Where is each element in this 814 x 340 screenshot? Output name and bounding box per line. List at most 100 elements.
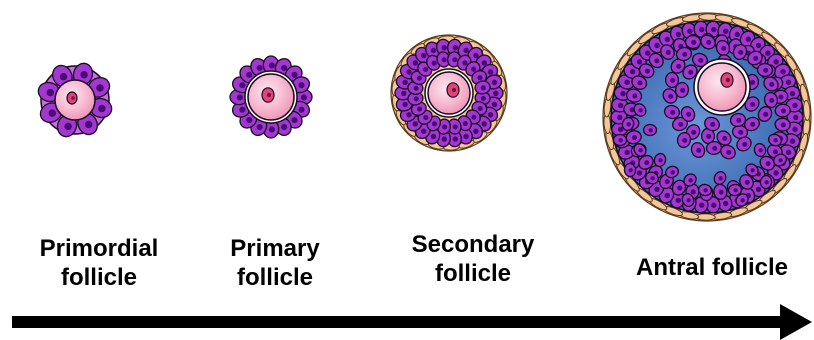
granulosa-nucleus — [269, 62, 275, 68]
granulosa-nucleus — [628, 168, 632, 172]
label-primordial-follicle: Primordial follicle — [14, 234, 184, 292]
granulosa-nucleus — [773, 59, 778, 64]
granulosa-nucleus — [712, 146, 717, 151]
granulosa-nucleus — [765, 50, 770, 55]
granulosa-nucleus — [493, 91, 498, 96]
granulosa-nucleus — [746, 37, 751, 42]
granulosa-nucleus — [750, 80, 755, 85]
granulosa-nucleus — [492, 102, 497, 107]
progression-arrow-icon — [12, 304, 812, 340]
granulosa-nucleus — [722, 136, 727, 141]
granulosa-nucleus — [699, 27, 704, 32]
granulosa-nucleus — [723, 201, 728, 206]
granulosa-nucleus — [781, 122, 786, 127]
granulosa-nucleus — [291, 72, 297, 78]
granulosa-nucleus — [630, 69, 635, 74]
granulosa-nucleus — [763, 68, 768, 73]
granulosa-nucleus — [786, 150, 791, 155]
granulosa-nucleus — [691, 40, 696, 45]
secondary-follicle-icon — [391, 35, 507, 151]
granulosa-nucleus — [721, 46, 726, 51]
granulosa-nucleus — [750, 122, 755, 127]
granulosa-nucleus — [269, 126, 275, 132]
granulosa-nucleus — [473, 129, 478, 134]
granulosa-nucleus — [670, 78, 675, 83]
granulosa-nucleus — [237, 94, 243, 100]
granulosa-nucleus — [618, 138, 622, 142]
granulosa-nucleus — [471, 67, 476, 72]
granulosa-nucleus — [488, 112, 493, 117]
granulosa-nucleus — [477, 75, 482, 80]
granulosa-nucleus — [257, 124, 263, 130]
granulosa-nucleus — [726, 150, 731, 155]
granulosa-nucleus — [257, 65, 263, 71]
label-line-1: Secondary — [388, 230, 558, 259]
granulosa-nucleus — [414, 96, 419, 101]
granulosa-nucleus — [463, 48, 468, 53]
granulosa-nucleus — [665, 179, 670, 184]
granulosa-nucleus — [750, 102, 755, 107]
label-secondary-follicle: Secondary follicle — [388, 230, 558, 288]
granulosa-nucleus — [645, 69, 650, 74]
granulosa-nucleus — [471, 115, 476, 120]
granulosa-nucleus — [753, 56, 758, 61]
granulosa-nucleus — [473, 53, 478, 58]
granulosa-nucleus — [463, 121, 468, 126]
granulosa-nucleus — [735, 32, 740, 37]
granulosa-nucleus — [648, 128, 652, 132]
granulosa-nucleus — [773, 138, 777, 142]
label-line-1: Primordial — [14, 234, 184, 263]
granulosa-nucleus — [442, 57, 447, 62]
primary-follicle-icon — [230, 56, 312, 138]
granulosa-nucleus — [682, 138, 687, 143]
granulosa-nucleus — [786, 80, 791, 85]
granulosa-nucleus — [638, 108, 642, 112]
oocyte — [698, 63, 746, 111]
granulosa-nucleus — [790, 91, 795, 96]
granulosa-nucleus — [711, 202, 716, 207]
granulosa-nucleus — [676, 64, 681, 69]
granulosa-nucleus — [676, 198, 681, 203]
granulosa-nucleus — [638, 148, 642, 152]
granulosa-nucleus — [758, 148, 762, 152]
granulosa-nucleus — [793, 115, 798, 120]
granulosa-nucleus — [644, 160, 649, 165]
granulosa-nucleus — [239, 107, 245, 113]
granulosa-nucleus — [624, 80, 629, 85]
granulosa-nucleus — [423, 67, 428, 72]
granulosa-nucleus — [637, 59, 642, 64]
granulosa-nucleus — [750, 168, 754, 172]
granulosa-nucleus — [765, 161, 770, 166]
nucleolus — [71, 96, 75, 100]
granulosa-nucleus — [665, 193, 670, 198]
granulosa-nucleus — [691, 189, 696, 194]
granulosa-nucleus — [764, 180, 768, 184]
granulosa-nucleus — [637, 80, 642, 85]
granulosa-nucleus — [756, 187, 761, 192]
granulosa-nucleus — [406, 112, 411, 117]
granulosa-nucleus — [792, 103, 797, 108]
label-line-2: follicle — [205, 263, 345, 292]
granulosa-nucleus — [442, 45, 447, 50]
granulosa-nucleus — [47, 89, 54, 96]
granulosa-nucleus — [453, 124, 458, 129]
granulosa-nucleus — [482, 60, 487, 65]
granulosa-nucleus — [488, 69, 493, 74]
granulosa-nucleus — [756, 43, 761, 48]
granulosa-nucleus — [696, 148, 701, 153]
granulosa-nucleus — [778, 95, 783, 100]
granulosa-nucleus — [431, 134, 436, 139]
granulosa-nucleus — [281, 65, 287, 71]
granulosa-nucleus — [738, 130, 743, 135]
granulosa-nucleus — [453, 136, 458, 141]
granulosa-nucleus — [736, 118, 741, 123]
granulosa-nucleus — [745, 180, 750, 185]
granulosa-nucleus — [670, 170, 674, 174]
nucleolus — [726, 78, 730, 82]
granulosa-nucleus — [780, 69, 785, 74]
granulosa-nucleus — [492, 80, 497, 85]
granulosa-nucleus — [665, 37, 670, 42]
granulosa-nucleus — [790, 138, 795, 143]
label-line-1: Primary — [205, 234, 345, 263]
